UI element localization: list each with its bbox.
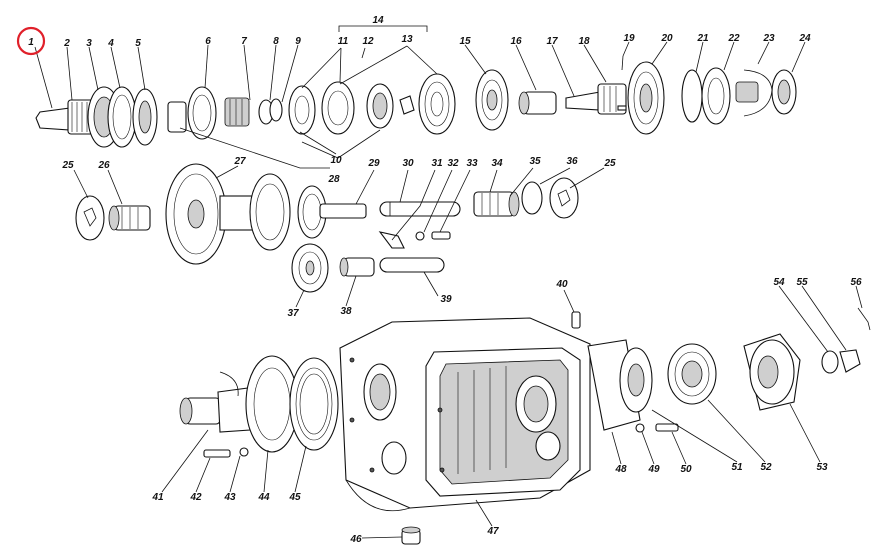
callout-label: 29 (367, 158, 380, 169)
callout-label: 7 (241, 36, 247, 47)
callout-label: 28 (327, 174, 340, 185)
gasket-44 (245, 355, 299, 453)
reverse-gear-37 (291, 243, 329, 293)
callout-label: 13 (401, 34, 413, 45)
callout-label: 38 (340, 306, 352, 317)
highlight-circle (16, 26, 46, 56)
reverse-shaft-39 (379, 257, 445, 273)
callout-label: 26 (97, 160, 110, 171)
callout-label: 49 (647, 464, 660, 475)
callout-label: 50 (680, 464, 692, 475)
callout-label: 8 (273, 36, 279, 47)
synchronizer-assembly (288, 73, 456, 135)
callout-label: 36 (566, 156, 578, 167)
callout-label: 40 (555, 279, 568, 290)
callout-label: 45 (288, 492, 301, 503)
lock-bolt-32-33 (415, 231, 451, 241)
gearbox-housing-47 (339, 317, 591, 512)
washer-49-bolt-50 (635, 423, 679, 433)
countershaft-row (75, 163, 579, 293)
needle-bearing-26 (108, 205, 151, 231)
callout-label: 44 (257, 492, 270, 503)
main-shaft-row (35, 55, 797, 148)
rear-bearing-52 (667, 343, 717, 405)
nut-55-washer-54 (821, 307, 871, 374)
breather-40 (571, 311, 581, 329)
gear-15 (475, 69, 509, 131)
callout-label: 37 (287, 308, 299, 319)
callout-label: 54 (773, 277, 785, 288)
leader-lines (34, 25, 863, 539)
front-cover-41 (179, 371, 251, 433)
callout-label: 19 (623, 33, 635, 44)
callout-label: 15 (459, 36, 471, 47)
countershaft-31 (378, 201, 461, 249)
bushing-38 (339, 257, 375, 277)
callout-label: 24 (798, 33, 811, 44)
callout-label: 34 (491, 158, 503, 169)
callout-label: 33 (466, 158, 478, 169)
callout-label: 16 (510, 36, 522, 47)
gasket-45 (289, 357, 339, 451)
callout-label: 12 (362, 36, 374, 47)
callout-label: 53 (816, 462, 828, 473)
callout-label: 30 (402, 158, 414, 169)
callout-label: 9 (295, 36, 301, 47)
callout-label: 25 (603, 158, 616, 169)
bearings-21-24 (681, 67, 797, 125)
callout-label: 1 (28, 37, 34, 48)
drain-plug-46 (401, 526, 421, 545)
pin-19 (621, 55, 624, 71)
callout-label: 18 (578, 36, 590, 47)
callout-label: 25 (61, 160, 74, 171)
callout-label: 55 (796, 277, 808, 288)
callout-label: 48 (614, 464, 627, 475)
bearing-gear-3-4 (87, 86, 158, 148)
callout-label: 2 (63, 38, 70, 49)
callout-labels: 1 2 3 4 5 6 7 8 9 10 11 12 13 14 15 16 1… (28, 15, 862, 545)
callout-label: 32 (447, 158, 459, 169)
callout-label: 20 (660, 33, 673, 44)
callout-label: 10 (330, 155, 342, 166)
callout-label: 42 (189, 492, 202, 503)
callout-label: 3 (86, 38, 92, 49)
rings-7-8-9 (258, 98, 283, 125)
input-shaft (35, 99, 95, 135)
gear-20 (617, 61, 665, 135)
output-flange-53 (743, 333, 801, 411)
callout-label: 46 (349, 534, 362, 545)
callout-label: 21 (696, 33, 709, 44)
callout-label: 22 (727, 33, 740, 44)
output-shaft (565, 83, 627, 115)
callout-label: 47 (486, 526, 499, 537)
callout-label: 39 (440, 294, 452, 305)
callout-label: 14 (372, 15, 384, 26)
housing-row (179, 307, 871, 545)
callout-label: 5 (135, 38, 141, 49)
thrust-washers-right (521, 177, 579, 219)
callout-label: 23 (762, 33, 775, 44)
callout-label: 35 (529, 156, 541, 167)
callout-label: 11 (338, 36, 349, 47)
callout-label: 43 (223, 492, 236, 503)
callout-label: 4 (107, 38, 114, 49)
needle-bearing-34 (473, 191, 520, 217)
rear-cover-48 (587, 339, 653, 431)
bolt-42-washer-43 (203, 447, 249, 458)
cluster-gear-27 (165, 163, 367, 265)
bushing-16 (518, 91, 557, 115)
callout-label: 51 (731, 462, 743, 473)
thrust-washer-25-left (75, 195, 105, 241)
gear-6 (167, 86, 250, 140)
callout-label: 17 (546, 36, 558, 47)
callout-label: 31 (431, 158, 443, 169)
callout-label: 56 (850, 277, 862, 288)
callout-label: 52 (760, 462, 772, 473)
callout-label: 41 (151, 492, 164, 503)
callout-label: 27 (233, 156, 246, 167)
callout-label: 6 (205, 36, 211, 47)
